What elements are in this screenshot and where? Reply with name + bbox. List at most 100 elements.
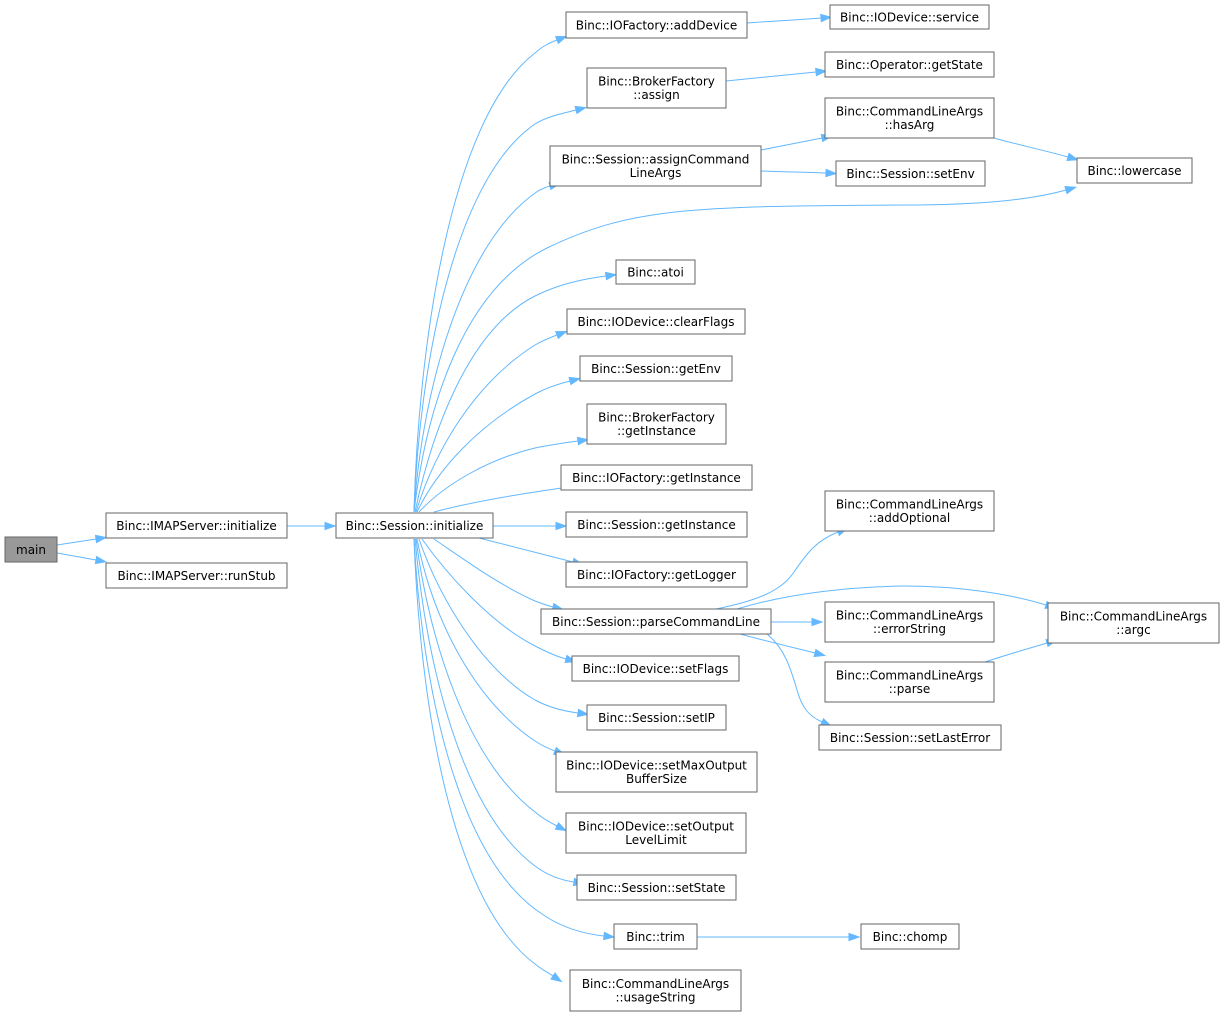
node-box[interactable] xyxy=(569,969,742,1012)
node-box[interactable] xyxy=(829,4,990,30)
edge-sess_init-to-trim xyxy=(413,538,616,941)
node-label: Binc::Session::setState xyxy=(588,881,726,895)
node-box[interactable] xyxy=(566,308,746,335)
edge-line xyxy=(414,275,607,513)
node-label: ::getInstance xyxy=(617,424,696,438)
edge-sess_init-to-sess_assigncla xyxy=(413,181,562,513)
node-bf-getinstance[interactable]: Binc::BrokerFactory::getInstance xyxy=(586,403,727,445)
node-imap-init[interactable]: Binc::IMAPServer::initialize xyxy=(105,512,288,539)
node-label: ::assign xyxy=(633,88,680,102)
edge-sess_init-to-lowercase xyxy=(413,185,1078,513)
arrowhead xyxy=(550,972,563,983)
node-sess-parsecl[interactable]: Binc::Session::parseCommandLine xyxy=(540,608,772,635)
edge-line xyxy=(715,531,839,610)
node-box[interactable] xyxy=(105,512,288,539)
arrowhead xyxy=(554,35,568,45)
node-box[interactable] xyxy=(571,655,740,682)
node-box[interactable] xyxy=(824,97,995,139)
node-cla-parse[interactable]: Binc::CommandLineArgs::parse xyxy=(824,661,995,703)
node-box[interactable] xyxy=(105,562,288,589)
node-cla-hasarg[interactable]: Binc::CommandLineArgs::hasArg xyxy=(824,97,995,139)
node-iof-getlogger[interactable]: Binc::IOFactory::getLogger xyxy=(565,561,748,588)
node-box[interactable] xyxy=(818,724,1002,751)
node-label: Binc::BrokerFactory xyxy=(598,75,715,89)
node-box[interactable] xyxy=(586,403,727,445)
node-sess-init[interactable]: Binc::Session::initialize xyxy=(335,512,494,539)
node-iod-service[interactable]: Binc::IODevice::service xyxy=(829,4,990,30)
node-atoi[interactable]: Binc::atoi xyxy=(615,259,696,285)
node-cla-addoptional[interactable]: Binc::CommandLineArgs::addOptional xyxy=(824,490,995,532)
node-box[interactable] xyxy=(860,923,960,950)
node-box[interactable] xyxy=(565,812,747,854)
node-box[interactable] xyxy=(560,464,753,491)
edge-line xyxy=(421,538,567,660)
node-sess-setip[interactable]: Binc::Session::setIP xyxy=(586,704,727,731)
node-box[interactable] xyxy=(1047,602,1220,644)
node-iod-setflags[interactable]: Binc::IODevice::setFlags xyxy=(571,655,740,682)
edge-sess_init-to-bf_getinstance xyxy=(418,436,590,513)
node-box xyxy=(4,536,58,563)
edge-sess_parsecl-to-sess_setlasterror xyxy=(766,633,833,727)
node-label: ::usageString xyxy=(615,991,695,1005)
node-box[interactable] xyxy=(549,145,762,187)
node-iof-adddevice[interactable]: Binc::IOFactory::addDevice xyxy=(565,11,748,39)
node-sess-getenv[interactable]: Binc::Session::getEnv xyxy=(579,355,733,382)
edge-line xyxy=(416,380,571,513)
node-bf-assign[interactable]: Binc::BrokerFactory::assign xyxy=(586,67,727,109)
edge-sess_init-to-iof_getlogger xyxy=(478,537,585,567)
node-cla-usagestring[interactable]: Binc::CommandLineArgs::usageString xyxy=(569,969,742,1012)
node-box[interactable] xyxy=(824,490,995,532)
node-box[interactable] xyxy=(824,601,995,643)
node-label: Binc::Session::setEnv xyxy=(846,167,974,181)
node-box[interactable] xyxy=(835,160,986,187)
arrowhead xyxy=(554,821,568,832)
node-box[interactable] xyxy=(586,67,727,109)
arrowhead xyxy=(813,648,827,658)
node-label: Binc::Operator::getState xyxy=(836,58,983,72)
edge-line xyxy=(413,189,1067,513)
edge-sess_init-to-iod_setflags xyxy=(421,538,578,664)
node-sess-setenv[interactable]: Binc::Session::setEnv xyxy=(835,160,986,187)
node-box[interactable] xyxy=(540,608,772,635)
node-box[interactable] xyxy=(615,259,696,285)
node-lowercase[interactable]: Binc::lowercase xyxy=(1076,157,1193,184)
node-sess-getinstance[interactable]: Binc::Session::getInstance xyxy=(565,511,748,538)
node-chomp[interactable]: Binc::chomp xyxy=(860,923,960,950)
edge-line xyxy=(760,170,827,174)
node-box[interactable] xyxy=(555,751,758,793)
node-box[interactable] xyxy=(824,661,995,703)
arrowhead xyxy=(820,13,833,23)
node-box[interactable] xyxy=(824,51,995,78)
node-iof-getinstance[interactable]: Binc::IOFactory::getInstance xyxy=(560,464,753,491)
node-box[interactable] xyxy=(586,704,727,731)
arrowhead xyxy=(574,105,588,115)
node-label: Binc::Session::parseCommandLine xyxy=(552,615,760,629)
node-box[interactable] xyxy=(565,511,748,538)
node-box[interactable] xyxy=(1076,157,1193,184)
node-box[interactable] xyxy=(576,874,737,901)
node-sess-setstate[interactable]: Binc::Session::setState xyxy=(576,874,737,901)
node-label: Binc::IMAPServer::initialize xyxy=(116,519,276,533)
node-imap-runstub[interactable]: Binc::IMAPServer::runStub xyxy=(105,562,288,589)
node-label: Binc::Session::setIP xyxy=(598,711,715,725)
node-op-getstate[interactable]: Binc::Operator::getState xyxy=(824,51,995,78)
node-box[interactable] xyxy=(565,11,748,39)
node-box[interactable] xyxy=(579,355,733,382)
node-trim[interactable]: Binc::trim xyxy=(613,923,698,950)
edge-line xyxy=(478,537,574,563)
edge-sess_init-to-iof_adddevice xyxy=(413,35,568,513)
node-iod-clearflags[interactable]: Binc::IODevice::clearFlags xyxy=(566,308,746,335)
node-label: Binc::IODevice::setOutput xyxy=(578,820,734,834)
node-box[interactable] xyxy=(565,561,748,588)
node-box[interactable] xyxy=(335,512,494,539)
node-cla-argc[interactable]: Binc::CommandLineArgs::argc xyxy=(1047,602,1220,644)
arrowhead xyxy=(603,931,616,941)
node-label: Binc::CommandLineArgs xyxy=(836,105,983,119)
node-cla-errorstring[interactable]: Binc::CommandLineArgs::errorString xyxy=(824,601,995,643)
node-sess-setlasterror[interactable]: Binc::Session::setLastError xyxy=(818,724,1002,751)
edge-sess_parsecl-to-cla_parse xyxy=(739,633,827,658)
node-box[interactable] xyxy=(613,923,698,950)
